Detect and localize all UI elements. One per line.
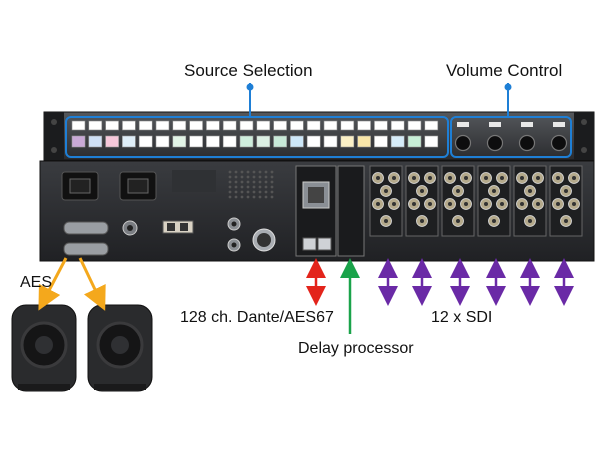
aes-label: AES	[20, 274, 53, 291]
rack-ear-left	[44, 112, 64, 160]
source-button	[239, 135, 254, 148]
source-button	[357, 135, 371, 148]
source-button-top	[105, 120, 119, 131]
power-inlet-1	[61, 171, 99, 201]
source-button	[290, 135, 304, 148]
source-button	[323, 135, 338, 148]
source-button	[306, 135, 321, 148]
source-button-top	[323, 120, 338, 131]
delay-processor-label: Delay processor	[298, 340, 414, 357]
source-button	[424, 135, 439, 148]
source-button	[222, 135, 237, 148]
delay-processor-card	[337, 165, 365, 257]
source-button-top	[206, 120, 220, 131]
source-button-top	[172, 120, 187, 131]
optical-connector	[162, 220, 194, 234]
source-button	[273, 135, 287, 148]
source-button-top	[88, 120, 103, 131]
fan-grille	[228, 170, 274, 199]
power-inlet-2	[119, 171, 157, 201]
sdi-label: 12 x SDI	[431, 309, 493, 326]
rear-panel	[39, 160, 595, 262]
volume-knob	[486, 134, 504, 152]
source-button	[155, 135, 170, 148]
xlr-connector	[252, 228, 276, 252]
source-button-top	[306, 120, 321, 131]
source-button-top	[390, 120, 405, 131]
volume-knob-label	[457, 122, 469, 127]
sdi-cards	[369, 165, 583, 237]
volume-knob	[454, 134, 472, 152]
sdi-arrows	[378, 258, 574, 306]
volume-knob-label	[489, 122, 501, 127]
volume-knob	[518, 134, 536, 152]
aes-arrow-left	[38, 257, 68, 311]
source-selection-box	[65, 116, 449, 158]
dante-card	[295, 165, 337, 257]
source-button-top	[189, 120, 203, 131]
source-button-top	[155, 120, 170, 131]
source-button-top	[357, 120, 371, 131]
source-button	[390, 135, 405, 148]
source-button	[122, 135, 136, 148]
speaker-right	[87, 304, 153, 392]
source-button-top	[138, 120, 153, 131]
source-button	[206, 135, 220, 148]
source-button-row	[71, 120, 439, 148]
source-button-top	[407, 120, 422, 131]
source-button-top	[71, 120, 86, 131]
source-selection-label: Source Selection	[184, 61, 313, 80]
source-button	[407, 135, 422, 148]
speaker-left	[11, 304, 77, 392]
source-button-top	[374, 120, 388, 131]
source-button-top	[256, 120, 271, 131]
spec-label	[172, 170, 216, 192]
source-button-top	[340, 120, 355, 131]
source-button	[340, 135, 355, 148]
source-button-top	[122, 120, 136, 131]
source-button	[189, 135, 203, 148]
front-panel	[43, 111, 595, 161]
aes-arrow-right	[78, 257, 106, 311]
volume-knob	[550, 134, 568, 152]
volume-callout-dot	[504, 83, 512, 91]
source-button-top	[222, 120, 237, 131]
volume-knob-label	[521, 122, 533, 127]
dante-label: 128 ch. Dante/AES67	[180, 309, 334, 326]
aes-dsub-1	[63, 221, 109, 235]
volume-knob-label	[553, 122, 565, 127]
madi-connector	[122, 220, 138, 236]
source-button	[172, 135, 187, 148]
source-button-top	[290, 120, 304, 131]
source-button	[256, 135, 271, 148]
source-button-top	[239, 120, 254, 131]
source-button	[138, 135, 153, 148]
source-button-top	[424, 120, 439, 131]
rack-ear-right	[574, 112, 594, 160]
source-button	[105, 135, 119, 148]
aes-dsub-2	[63, 242, 109, 256]
source-button	[71, 135, 86, 148]
source-button	[88, 135, 103, 148]
source-button	[374, 135, 388, 148]
video-bnc-1	[227, 217, 241, 231]
source-callout-dot	[246, 83, 254, 91]
source-button-top	[273, 120, 287, 131]
volume-control-box	[450, 116, 572, 158]
volume-knob-row	[454, 122, 568, 152]
video-bnc-2	[227, 238, 241, 252]
volume-control-label: Volume Control	[446, 61, 563, 80]
